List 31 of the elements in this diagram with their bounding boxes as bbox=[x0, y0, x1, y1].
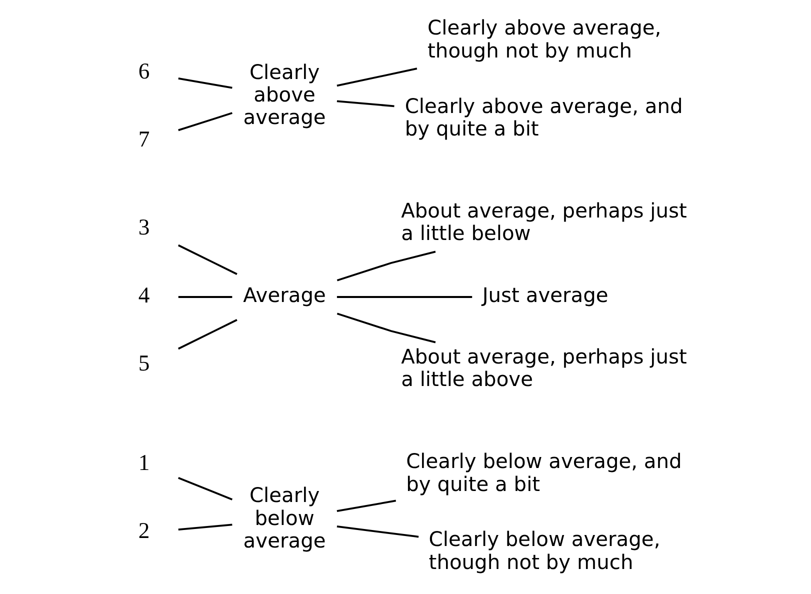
node-text: 5 bbox=[138, 350, 150, 376]
connector bbox=[178, 112, 232, 132]
node-text: Clearly below average bbox=[243, 483, 326, 552]
connector bbox=[336, 296, 472, 298]
node-text: Just average bbox=[482, 282, 608, 307]
node-text: Clearly above average bbox=[243, 60, 326, 130]
node-text: About average, perhaps just a little above bbox=[401, 344, 687, 392]
node-text: 2 bbox=[138, 518, 150, 544]
connector bbox=[336, 500, 396, 512]
connector bbox=[336, 526, 419, 538]
connector bbox=[336, 312, 436, 344]
node-text: 3 bbox=[138, 214, 150, 240]
connector bbox=[178, 244, 238, 275]
node-text: 6 bbox=[138, 58, 150, 84]
node-text: Clearly below average, though not by much bbox=[428, 527, 660, 574]
connector bbox=[178, 319, 238, 350]
connector bbox=[178, 78, 232, 89]
node-text: About average, perhaps just a little below bbox=[401, 198, 687, 246]
node-text: 4 bbox=[138, 282, 150, 308]
connector bbox=[178, 476, 233, 500]
node-text: Clearly below average, and by quite a bit bbox=[406, 449, 682, 496]
connector bbox=[178, 524, 232, 531]
node-text: 7 bbox=[138, 126, 150, 152]
connector bbox=[336, 250, 436, 282]
connector bbox=[178, 296, 232, 298]
node-text: 1 bbox=[138, 450, 150, 476]
connector bbox=[336, 100, 394, 108]
connector bbox=[336, 68, 418, 87]
node-text: Average bbox=[243, 282, 326, 307]
node-text: Clearly above average, and by quite a bit bbox=[404, 94, 683, 140]
node-text: Clearly above average, though not by much bbox=[428, 16, 662, 62]
